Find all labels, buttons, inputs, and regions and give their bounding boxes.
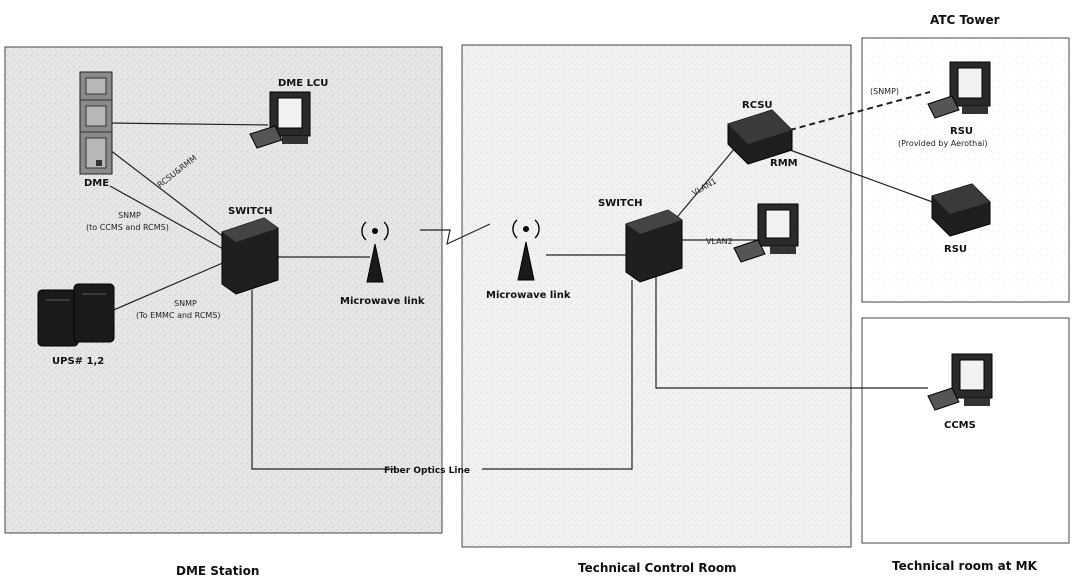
switch-right-icon bbox=[625, 209, 683, 283]
vlan2-label: VLAN2 bbox=[706, 237, 733, 246]
snmp-tower-label: (SNMP) bbox=[870, 87, 899, 96]
connection-lines bbox=[94, 122, 939, 470]
microwave-zigzag bbox=[420, 223, 491, 246]
snmp2-label-a: SNMP bbox=[174, 299, 197, 308]
rmm-label: RMM bbox=[770, 158, 798, 169]
snmp1-label-b: (to CCMS and RCMS) bbox=[86, 223, 169, 232]
atc-tower-title: ATC Tower bbox=[930, 13, 1000, 27]
rsu-top-note: (Provided by Aerothai) bbox=[898, 139, 987, 148]
rmm-computer-icon bbox=[733, 203, 799, 263]
microwave-left-label: Microwave link bbox=[340, 296, 425, 307]
microwave-antenna-left-icon bbox=[361, 221, 389, 283]
link-fiber-right bbox=[482, 280, 633, 470]
switch-left-label: SWITCH bbox=[228, 206, 272, 217]
ups-label: UPS# 1,2 bbox=[52, 356, 104, 367]
link-rcsu-rsu-snmp bbox=[789, 91, 931, 131]
link-dme-lcu bbox=[109, 122, 269, 126]
rsu-bottom-label: RSU bbox=[944, 244, 967, 255]
link-dme-switch-b bbox=[109, 185, 226, 251]
ccms-label: CCMS bbox=[944, 420, 976, 431]
link-switch-ccms bbox=[655, 268, 928, 389]
technical-room-mk-title: Technical room at MK bbox=[892, 559, 1038, 573]
link-switch-rcsu bbox=[667, 147, 736, 229]
microwave-antenna-right-icon bbox=[512, 219, 540, 281]
ups-icon bbox=[37, 283, 115, 347]
switch-right-label: SWITCH bbox=[598, 198, 642, 209]
dme-station-title: DME Station bbox=[176, 564, 259, 578]
rcsu-box-icon bbox=[727, 109, 793, 165]
link-dme-switch-a bbox=[109, 149, 226, 239]
link-ups-switch bbox=[94, 261, 226, 319]
dme-lcu-computer-icon bbox=[249, 91, 311, 149]
dme-rack-icon bbox=[79, 71, 113, 175]
technical-control-room-title: Technical Control Room bbox=[578, 561, 737, 575]
rsu-top-computer-icon bbox=[927, 61, 991, 119]
link-rcsu-rsu bbox=[789, 149, 939, 205]
snmp2-label-b: (To EMMC and RCMS) bbox=[136, 311, 221, 320]
rcsu-label: RCSU bbox=[742, 100, 773, 111]
rsu-bottom-box-icon bbox=[931, 183, 991, 237]
rsu-top-label: RSU bbox=[950, 126, 973, 137]
ccms-computer-icon bbox=[927, 353, 993, 411]
dme-label: DME bbox=[84, 178, 109, 189]
fiber-optics-label: Fiber Optics Line bbox=[384, 466, 470, 476]
dme-lcu-label: DME LCU bbox=[278, 78, 328, 89]
snmp1-label-a: SNMP bbox=[118, 211, 141, 220]
microwave-right-label: Microwave link bbox=[486, 290, 571, 301]
link-fiber-left bbox=[251, 290, 395, 470]
switch-left-icon bbox=[221, 217, 279, 295]
